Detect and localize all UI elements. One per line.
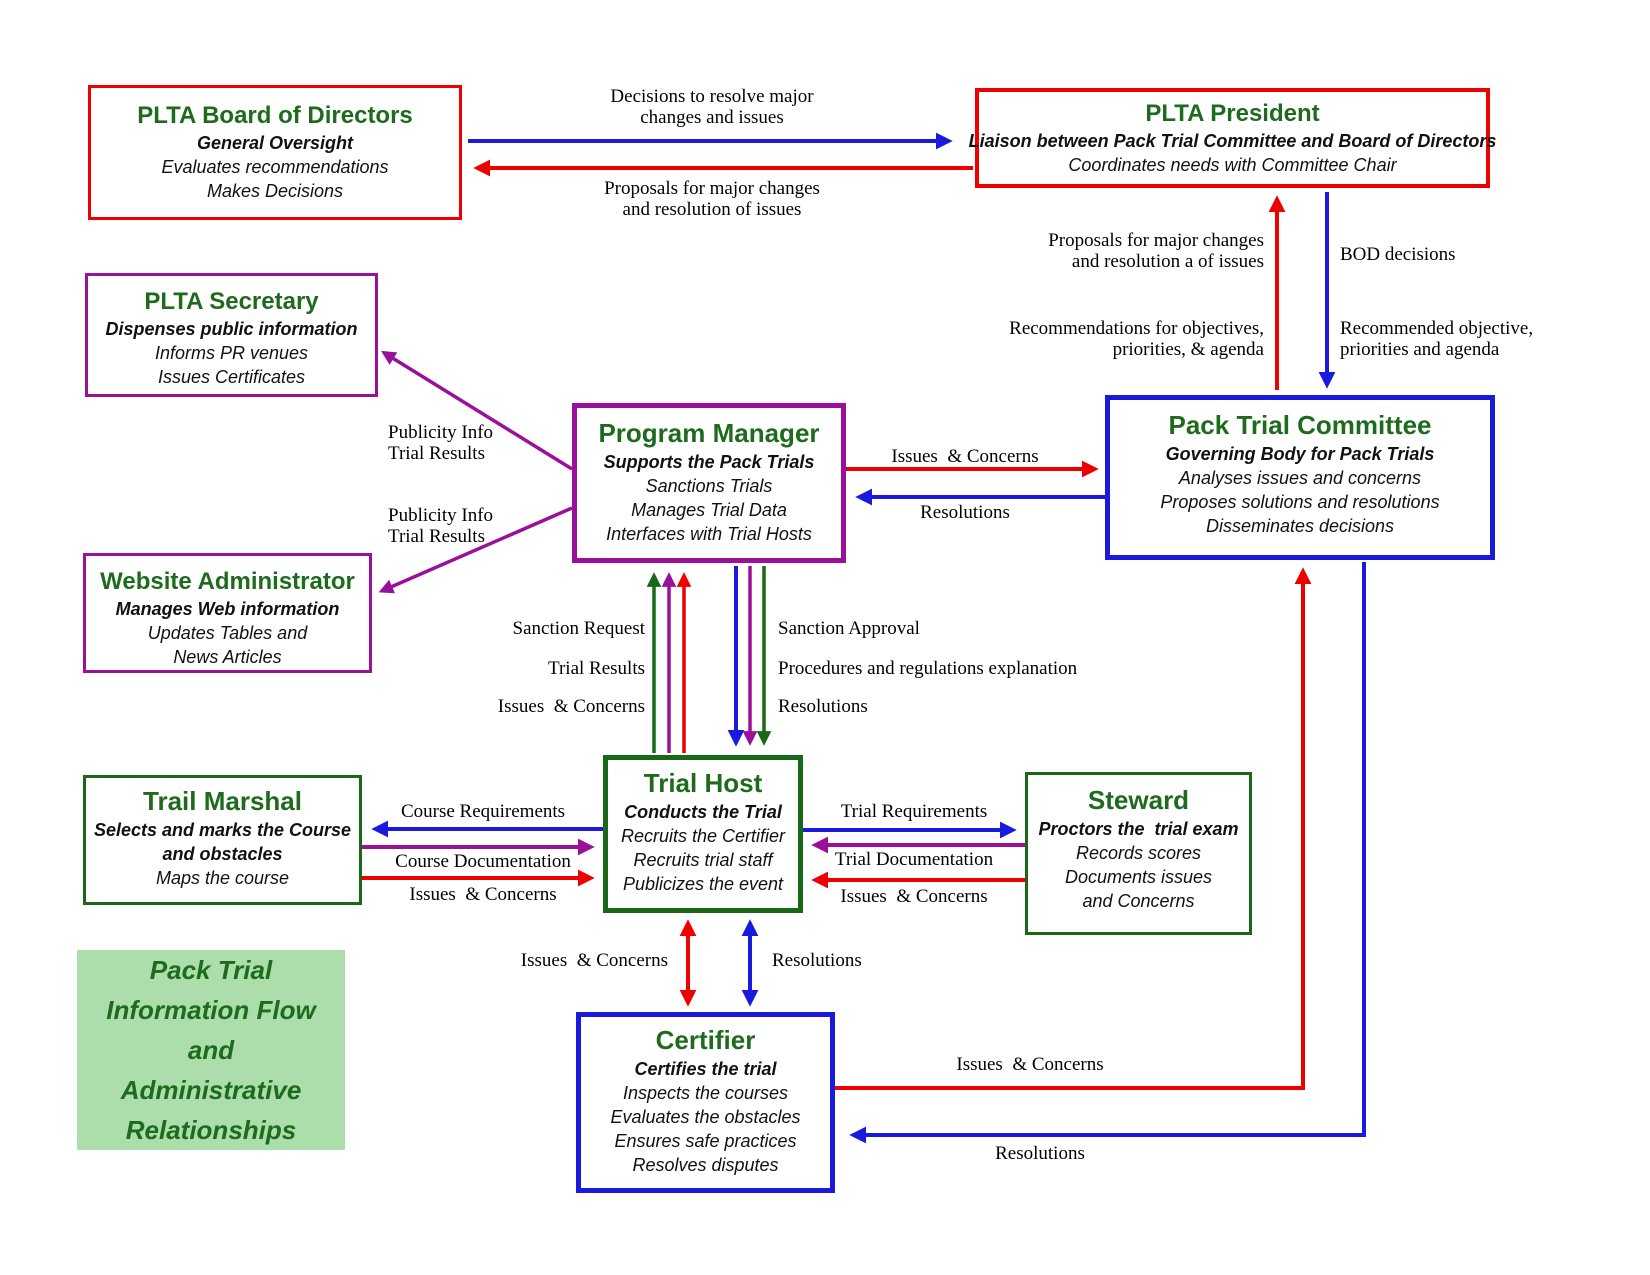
box-subtitle: Governing Body for Pack Trials (1165, 444, 1435, 464)
label-issues-concerns-bottom: Issues & Concerns (956, 1054, 1104, 1075)
box-line: Resolves disputes (632, 1155, 779, 1175)
arrow-committee-to-certifier (849, 562, 1366, 1144)
label-sanction-request: Sanction Request (512, 618, 645, 639)
box-subtitle: General Oversight (196, 133, 354, 153)
box-line: Disseminates decisions (1205, 516, 1395, 536)
box-line: Updates Tables and (147, 623, 308, 643)
box-steward: Steward Proctors the trial exam Records … (1025, 772, 1252, 935)
label-trial-documentation: Trial Documentation (834, 849, 994, 870)
label-proposals-top: Proposals for major changes and resoluti… (604, 178, 820, 220)
diagram-title-box: Pack Trial Information Flow and Administ… (77, 950, 345, 1150)
label-resolutions-certifier: Resolutions (772, 950, 862, 971)
box-line: Interfaces with Trial Hosts (606, 524, 812, 544)
box-title: PLTA Board of Directors (137, 102, 413, 129)
label-decisions-to-resolve: Decisions to resolve major changes and i… (610, 86, 814, 128)
label-trial-results: Trial Results (548, 658, 645, 679)
box-subtitle: Liaison between Pack Trial Committee and… (968, 131, 1497, 151)
box-title: Steward (1087, 785, 1190, 815)
box-line: Recruits the Certifier (620, 826, 786, 846)
box-line: Inspects the courses (622, 1083, 789, 1103)
arrow-certifier-to-committee (835, 567, 1312, 1090)
box-certifier: Certifier Certifies the trial Inspects t… (576, 1012, 835, 1193)
label-recommendations: Recommendations for objectives, prioriti… (1009, 318, 1264, 360)
box-line: Issues Certificates (157, 367, 306, 387)
box-subtitle: Certifies the trial (634, 1059, 777, 1079)
label-publicity-info-1: Publicity Info Trial Results (388, 422, 494, 464)
box-line: Ensures safe practices (614, 1131, 797, 1151)
box-plta-board-of-directors: PLTA Board of Directors General Oversigh… (88, 85, 462, 220)
box-plta-president: PLTA President Liaison between Pack Tria… (969, 88, 1496, 188)
box-line: Recruits trial staff (633, 850, 773, 870)
box-line: Informs PR venues (154, 343, 309, 363)
label-issues-concerns-certifier: Issues & Concerns (520, 950, 668, 971)
box-line: Evaluates the obstacles (610, 1107, 801, 1127)
label-proposals-right: Proposals for major changes and resoluti… (1048, 230, 1264, 272)
box-trial-host: Trial Host Conducts the Trial Recruits t… (603, 755, 803, 913)
box-trail-marshal: Trail Marshal Selects and marks the Cour… (83, 775, 362, 905)
box-line: Evaluates recommendations (161, 157, 389, 177)
label-issues-concerns-pm: Issues & Concerns (891, 446, 1039, 467)
box-title: PLTA President (1145, 100, 1320, 127)
box-line: News Articles (173, 647, 282, 667)
box-subtitle: Proctors the trial exam (1038, 819, 1239, 839)
box-title: Trial Host (643, 768, 763, 798)
label-issues-concerns-left: Issues & Concerns (497, 696, 645, 717)
label-issues-concerns-tm: Issues & Concerns (409, 884, 557, 905)
box-line: Maps the course (155, 868, 290, 888)
box-title: Program Manager (598, 418, 820, 448)
box-program-manager: Program Manager Supports the Pack Trials… (572, 403, 846, 563)
arrow-pm-to-secretary (380, 350, 573, 471)
label-resolutions-pm: Resolutions (920, 502, 1010, 523)
box-plta-secretary: PLTA Secretary Dispenses public informat… (85, 273, 378, 397)
box-title: Pack Trial Committee (1168, 410, 1432, 440)
label-sanction-approval: Sanction Approval (778, 618, 920, 639)
label-recommended: Recommended objective, priorities and ag… (1340, 318, 1534, 360)
box-pack-trial-committee: Pack Trial Committee Governing Body for … (1105, 395, 1495, 560)
box-line: Publicizes the event (622, 874, 784, 894)
box-title: PLTA Secretary (144, 288, 319, 315)
box-line: Proposes solutions and resolutions (1160, 492, 1440, 512)
box-title: Website Administrator (100, 568, 355, 595)
box-line: Manages Trial Data (631, 500, 787, 520)
label-issues-concerns-steward: Issues & Concerns (840, 886, 988, 907)
box-line: Records scores (1075, 843, 1202, 863)
label-publicity-info-2: Publicity Info Trial Results (388, 505, 494, 547)
box-line: Documents issues (1064, 867, 1213, 887)
label-trial-requirements: Trial Requirements (840, 801, 988, 822)
box-line: Coordinates needs with Committee Chair (1068, 155, 1397, 175)
label-procedures-regulations: Procedures and regulations explanation (778, 658, 1078, 679)
box-subtitle: Supports the Pack Trials (603, 452, 815, 472)
box-subtitle: Dispenses public information (105, 319, 358, 339)
box-line: Analyses issues and concerns (1178, 468, 1422, 488)
label-bod-decisions: BOD decisions (1340, 244, 1456, 265)
box-line: and Concerns (1082, 891, 1195, 911)
box-website-administrator: Website Administrator Manages Web inform… (83, 553, 372, 673)
box-subtitle: Conducts the Trial (624, 802, 782, 822)
box-line: Makes Decisions (206, 181, 344, 201)
box-subtitle: Manages Web information (115, 599, 340, 619)
box-line: Sanctions Trials (645, 476, 773, 496)
label-resolutions-right: Resolutions (778, 696, 868, 717)
label-course-requirements: Course Requirements (400, 801, 566, 822)
box-title: Trail Marshal (143, 786, 302, 816)
box-title: Certifier (655, 1025, 756, 1055)
label-resolutions-bottom: Resolutions (995, 1143, 1085, 1164)
arrow-pm-to-webadmin (378, 506, 573, 594)
label-course-documentation: Course Documentation (395, 851, 571, 872)
box-subtitle: Selects and marks the Course and obstacl… (93, 820, 352, 864)
